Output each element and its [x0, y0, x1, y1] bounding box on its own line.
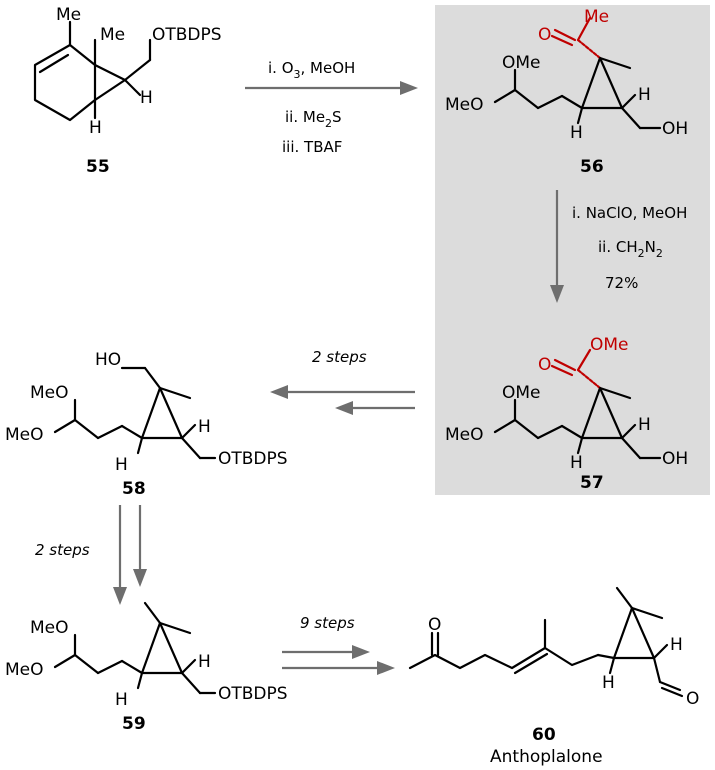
- c57-oh: OH: [662, 449, 688, 469]
- arrow3-steps: 2 steps: [312, 348, 367, 366]
- compound-59: MeO MeO H H OTBDPS 59: [5, 601, 288, 734]
- c59-meo2: MeO: [5, 660, 44, 680]
- c59-number: 59: [122, 714, 146, 734]
- c57-number: 57: [580, 473, 604, 493]
- arrow2-cond-3: 72%: [605, 274, 638, 292]
- c59-h1: H: [198, 652, 211, 672]
- c55-otbdps: OTBDPS: [152, 25, 222, 45]
- arrow5-steps: 9 steps: [300, 614, 355, 632]
- c57-h2: H: [570, 453, 583, 473]
- arrow-1: i. O3, MeOH ii. Me2S iii. TBAF: [245, 59, 418, 156]
- c56-h2: H: [570, 123, 583, 143]
- c57-ome: OMe: [502, 383, 541, 403]
- arrow4-steps: 2 steps: [35, 541, 90, 559]
- arrow-3: 2 steps: [270, 348, 415, 415]
- highlight-box: [435, 5, 710, 495]
- arrow1-cond-1: i. O3, MeOH: [268, 59, 355, 81]
- c55-h1: H: [140, 88, 153, 108]
- c59-meo1: MeO: [30, 618, 69, 638]
- c60-name: Anthoplalone: [490, 747, 603, 767]
- compound-56: Me O OMe MeO H H OH 56: [445, 7, 688, 177]
- c60-o-ketone: O: [428, 615, 441, 635]
- c55-h2: H: [89, 118, 102, 138]
- c56-o: O: [538, 25, 551, 45]
- compound-55: Me Me OTBDPS H H 55: [33, 5, 222, 177]
- c58-ho: HO: [95, 350, 121, 370]
- arrow2-cond-2: ii. CH2N2: [598, 238, 663, 260]
- compound-60: O H H O 60 Anthoplalone: [408, 586, 699, 767]
- c55-number: 55: [86, 157, 110, 177]
- arrow1-cond-3: iii. TBAF: [282, 138, 342, 156]
- c58-h2: H: [115, 455, 128, 475]
- c58-number: 58: [122, 479, 146, 499]
- c57-meo: MeO: [445, 425, 484, 445]
- compound-58: HO MeO MeO H H OTBDPS 58: [5, 350, 288, 499]
- c57-o: O: [538, 355, 551, 375]
- c60-h2: H: [602, 673, 615, 693]
- c56-h1: H: [638, 85, 651, 105]
- c58-meo2: MeO: [5, 425, 44, 445]
- arrow-2: i. NaClO, MeOH ii. CH2N2 72%: [550, 190, 687, 303]
- c60-number: 60: [532, 725, 556, 745]
- c55-me1: Me: [56, 5, 81, 25]
- c58-h1: H: [198, 417, 211, 437]
- arrow1-cond-2: ii. Me2S: [285, 108, 342, 130]
- c59-h2: H: [115, 690, 128, 710]
- c56-ome: OMe: [502, 53, 541, 73]
- c56-meo: MeO: [445, 95, 484, 115]
- arrow2-cond-1: i. NaClO, MeOH: [572, 204, 687, 222]
- c57-h1: H: [638, 415, 651, 435]
- c58-otbdps: OTBDPS: [218, 449, 288, 469]
- c60-o-aldehyde: O: [686, 689, 699, 709]
- c59-otbdps: OTBDPS: [218, 684, 288, 704]
- compound-57: O OMe OMe MeO H H OH 57: [445, 335, 688, 493]
- c55-me2: Me: [100, 25, 125, 45]
- c56-oh: OH: [662, 119, 688, 139]
- arrow-5: 9 steps: [282, 614, 395, 675]
- c60-h1: H: [670, 635, 683, 655]
- c56-me: Me: [584, 7, 609, 27]
- c58-meo1: MeO: [30, 383, 69, 403]
- c57-ome-ester: OMe: [590, 335, 629, 355]
- arrow-4: 2 steps: [35, 505, 147, 605]
- c56-number: 56: [580, 157, 604, 177]
